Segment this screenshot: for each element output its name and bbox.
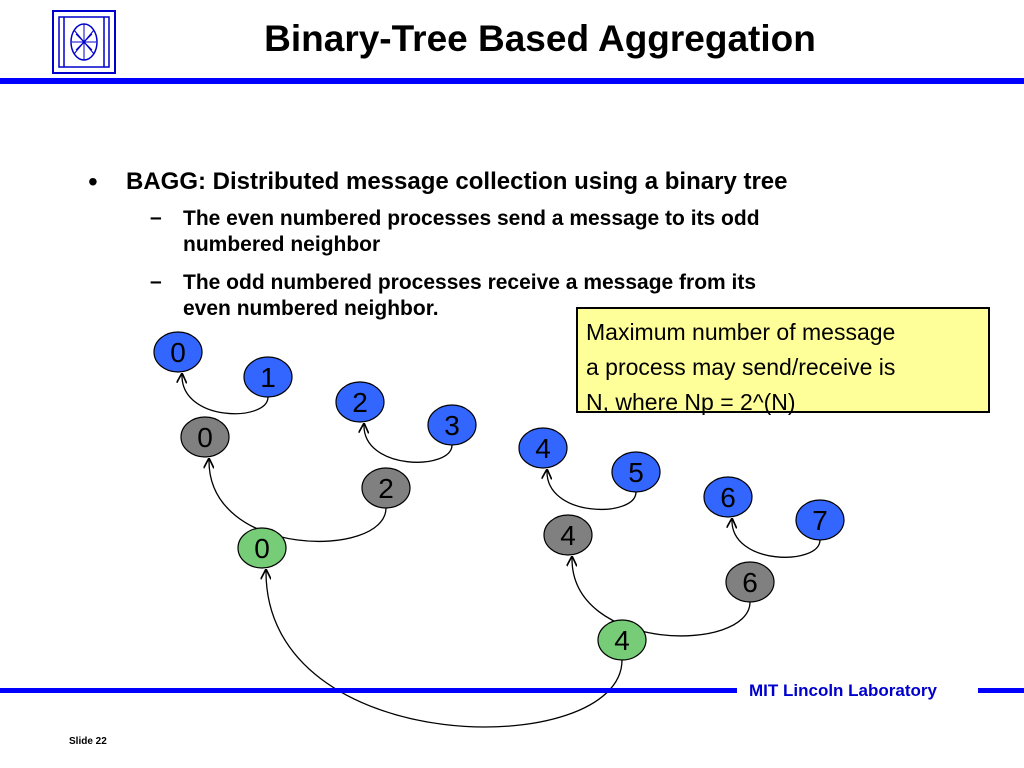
- process-node: 7: [795, 499, 845, 541]
- sub-bullet-line: The even numbered processes send a messa…: [183, 207, 760, 230]
- process-node: 0: [180, 416, 230, 458]
- slide-number: Slide 22: [69, 736, 107, 747]
- slide-title: Binary-Tree Based Aggregation: [264, 18, 816, 59]
- sub-bullet-line: The odd numbered processes receive a mes…: [183, 271, 757, 294]
- process-node-label: 4: [614, 625, 630, 656]
- process-node-shape: [427, 404, 477, 446]
- note-line: Maximum number of message: [586, 319, 896, 345]
- sub-bullet-dash: –: [150, 206, 162, 229]
- process-node: 0: [237, 527, 287, 569]
- process-node-shape: [795, 499, 845, 541]
- process-node: 4: [597, 619, 647, 661]
- process-node-shape: [237, 527, 287, 569]
- lab-name: MIT Lincoln Laboratory: [749, 681, 937, 700]
- process-node-label: 0: [197, 422, 213, 453]
- process-node-shape: [543, 514, 593, 556]
- sub-bullet-line: numbered neighbor: [183, 233, 381, 256]
- process-node-label: 6: [720, 482, 736, 513]
- note-line: N, where Np = 2^(N): [586, 389, 796, 415]
- process-node: 3: [427, 404, 477, 446]
- sub-bullet-even: The even numbered processes send a messa…: [183, 206, 903, 258]
- process-node: 1: [243, 356, 293, 398]
- process-node: 5: [611, 451, 661, 493]
- title-divider: [0, 78, 1024, 84]
- process-node-shape: [335, 381, 385, 423]
- footer-rule-left: [0, 688, 737, 693]
- message-arrow: [209, 459, 387, 543]
- bullet-text: BAGG: Distributed message collection usi…: [126, 168, 788, 195]
- process-node-shape: [703, 476, 753, 518]
- process-node-shape: [180, 416, 230, 458]
- process-node-label: 2: [378, 473, 394, 504]
- process-node-shape: [243, 356, 293, 398]
- process-node-label: 1: [260, 362, 276, 393]
- process-node-label: 3: [444, 410, 460, 441]
- sub-bullet-line: even numbered neighbor.: [183, 297, 439, 320]
- process-node-shape: [725, 561, 775, 603]
- process-node-label: 4: [560, 520, 576, 551]
- message-arrow: [364, 424, 453, 463]
- process-node-shape: [361, 467, 411, 509]
- process-node-shape: [597, 619, 647, 661]
- mit-ll-logo: [52, 10, 116, 74]
- process-node-label: 0: [170, 337, 186, 368]
- process-node: 4: [543, 514, 593, 556]
- message-arrow: [572, 557, 751, 637]
- process-node-label: 5: [628, 457, 644, 488]
- process-node: 0: [153, 331, 203, 373]
- message-arrow: [182, 374, 269, 415]
- process-node-shape: [611, 451, 661, 493]
- process-node-label: 6: [742, 567, 758, 598]
- process-node-shape: [518, 427, 568, 469]
- note-box: Maximum number of message a process may …: [576, 307, 990, 415]
- process-node-label: 4: [535, 433, 551, 464]
- message-arrow: [266, 570, 623, 728]
- process-node-label: 7: [812, 505, 828, 536]
- process-node: 4: [518, 427, 568, 469]
- process-node: 2: [361, 467, 411, 509]
- sub-bullet-dash: –: [150, 270, 162, 293]
- process-node: 6: [725, 561, 775, 603]
- note-line: a process may send/receive is: [586, 354, 896, 380]
- process-node-label: 0: [254, 533, 270, 564]
- process-node-label: 2: [352, 387, 368, 418]
- footer-rule-right: [978, 688, 1024, 693]
- process-node: 2: [335, 381, 385, 423]
- message-arrow: [547, 470, 637, 510]
- message-arrow: [732, 519, 821, 558]
- bullet-symbol: •: [88, 166, 98, 197]
- sub-bullet-odd: The odd numbered processes receive a mes…: [183, 270, 903, 322]
- process-node: 6: [703, 476, 753, 518]
- process-node-shape: [153, 331, 203, 373]
